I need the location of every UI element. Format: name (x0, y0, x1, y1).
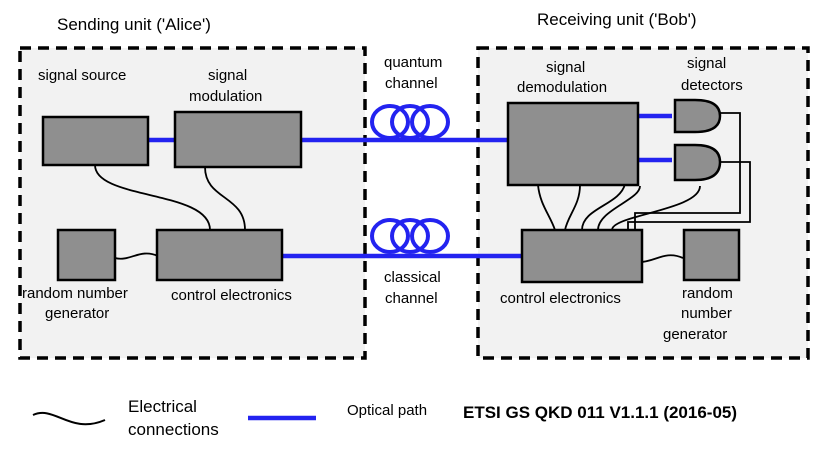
optical-paths (148, 113, 672, 259)
alice-signal-modulation-block (173, 110, 303, 169)
bob-rng-block (682, 228, 741, 282)
alice-signal-modulation-label-1: signal (208, 67, 247, 84)
legend-electrical-swatch (32, 412, 106, 426)
bob-signal-demodulation-block (506, 101, 640, 187)
bob-rng-label-2: number (681, 305, 732, 322)
alice-rng-label-2: generator (45, 305, 109, 322)
bob-control-electronics-block (520, 228, 644, 284)
legend-optical-label: Optical path (347, 402, 427, 419)
bob-detectors-label-1: signal (687, 55, 726, 72)
bob-control-electronics-label: control electronics (500, 290, 621, 307)
alice-signal-source-label: signal source (38, 67, 126, 84)
quantum-channel-label-2: channel (385, 75, 438, 92)
quantum-channel-coil (370, 104, 450, 140)
bob-detectors-label-2: detectors (681, 77, 743, 94)
classical-channel-label-2: channel (385, 290, 438, 307)
alice-unit-frame (18, 46, 367, 360)
classical-channel-coil (370, 218, 450, 254)
legend: Electrical connections Optical path (32, 397, 427, 439)
alice-electrical-connections (94, 164, 246, 260)
alice-rng-label-1: random number (22, 285, 128, 302)
legend-electrical-label-1: Electrical (128, 397, 197, 416)
document-reference: ETSI GS QKD 011 V1.1.1 (2016-05) (463, 403, 737, 422)
alice-signal-source-block (41, 115, 150, 167)
alice-title: Sending unit ('Alice') (57, 15, 211, 34)
bob-electrical-connections (537, 112, 751, 263)
bob-rng-label-3: generator (663, 326, 727, 343)
bob-detector-1 (673, 98, 722, 134)
alice-signal-modulation-label-2: modulation (189, 88, 262, 105)
quantum-channel-label-1: quantum (384, 54, 442, 71)
alice-rng-block (56, 228, 117, 282)
legend-electrical-label-2: connections (128, 420, 219, 439)
bob-detector-2 (673, 143, 722, 182)
bob-unit-frame (476, 46, 810, 360)
bob-demod-label-1: signal (546, 59, 585, 76)
classical-channel-label-1: classical (384, 269, 441, 286)
alice-control-electronics-block (155, 228, 284, 282)
alice-control-electronics-label: control electronics (171, 287, 292, 304)
bob-rng-label-1: random (682, 285, 733, 302)
bob-demod-label-2: demodulation (517, 79, 607, 96)
bob-title: Receiving unit ('Bob') (537, 10, 697, 29)
